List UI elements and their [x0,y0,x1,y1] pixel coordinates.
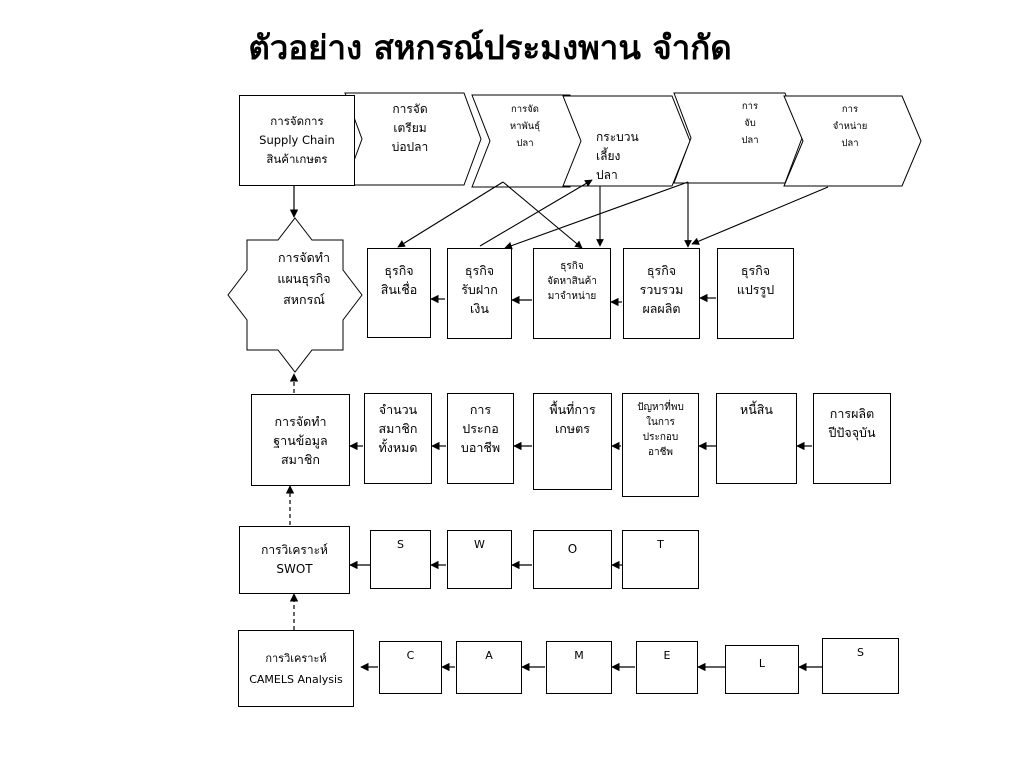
supply-chain-box: การจัดการ Supply Chain สินค้าเกษตร [239,95,355,186]
member-problems-box: ปัญหาที่พบ ในการ ประกอบ อาชีพ [622,393,699,497]
camels-label-box: การวิเคราะห์ CAMELS Analysis [238,630,354,707]
member-count-box: จำนวน สมาชิก ทั้งหมด [364,393,432,484]
member-occupation-box: การ ประกอ บอาชีพ [447,393,514,484]
business-supply-box: ธุรกิจ จัดหาสินค้า มาจำหน่าย [533,248,611,339]
camels-a-box: A [456,641,522,694]
chevron-label-3: กระบวน เลี้ยง ปลา [596,130,639,182]
swot-t-box: T [622,530,699,589]
page-title: ตัวอย่าง สหกรณ์ประมงพาน จำกัด [248,28,732,67]
member-farmland-box: พื้นที่การ เกษตร [533,393,612,490]
swot-o-box: O [533,530,612,589]
chevron-label-5: การ จำหน่าย ปลา [832,104,868,149]
chevron-label-2: การจัด หาพันธุ์ ปลา [509,104,541,149]
business-collect-box: ธุรกิจ รวบรวม ผลผลิต [623,248,700,339]
value-chain-arrows [397,179,829,250]
swot-w-box: W [447,530,512,589]
swot-s-box: S [370,530,431,589]
camels-e-box: E [636,641,698,694]
business-credit-box: ธุรกิจ สินเชื่อ [367,248,431,338]
chevron-label-1: การจัด เตรียม บ่อปลา [391,102,429,154]
camels-l-box: L [725,645,799,694]
camels-m-box: M [546,641,612,694]
business-process-box: ธุรกิจ แปรรูป [717,248,794,339]
member-production-box: การผลิต ปีปัจจุบัน [813,393,891,484]
camels-s-box: S [822,638,899,694]
swot-label-box: การวิเคราะห์ SWOT [239,526,350,594]
camels-c-box: C [379,641,442,694]
member-debt-box: หนี้สิน [716,393,797,484]
chevron-label-4: การ จับ ปลา [741,101,759,146]
business-deposit-box: ธุรกิจ รับฝาก เงิน [447,248,512,339]
member-database-box: การจัดทำ ฐานข้อมูล สมาชิก [251,394,350,486]
business-plan-label: การจัดทำ แผนธุรกิจ สหกรณ์ [277,250,331,307]
